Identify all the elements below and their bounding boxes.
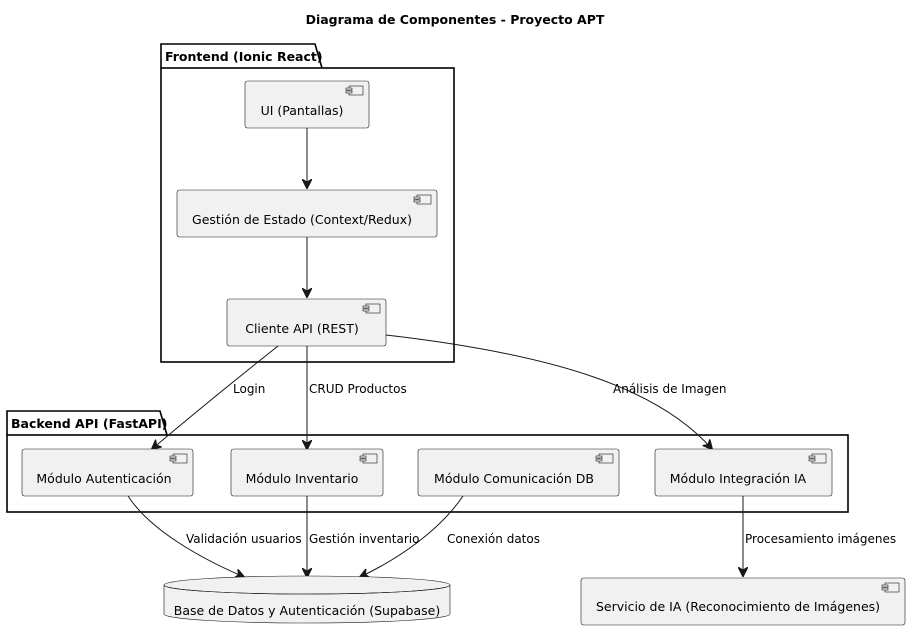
component-auth-label: Módulo Autenticación: [36, 471, 171, 486]
component-ai-integration[interactable]: Módulo Integración IA: [654, 448, 833, 497]
component-ai-integration-label: Módulo Integración IA: [670, 471, 807, 486]
component-icon: [169, 453, 188, 464]
package-backend: Backend API (FastAPI): [6, 410, 849, 513]
package-frontend-tab: [160, 43, 323, 69]
diagram-title: Diagrama de Componentes - Proyecto APT: [306, 12, 605, 27]
package-frontend-label: Frontend (Ionic React): [165, 49, 323, 64]
component-icon: [808, 453, 827, 464]
component-db-comm[interactable]: Módulo Comunicación DB: [417, 448, 620, 497]
component-ui-label: UI (Pantallas): [261, 103, 344, 118]
component-state[interactable]: Gestión de Estado (Context/Redux): [176, 189, 438, 238]
component-ai-service-label: Servicio de IA (Reconocimiento de Imágen…: [596, 599, 880, 614]
edge-label-crud: CRUD Productos: [309, 382, 407, 396]
component-state-label: Gestión de Estado (Context/Redux): [192, 212, 412, 227]
edge-label-login: Login: [233, 382, 265, 396]
component-icon: [345, 85, 364, 96]
component-inventory-label: Módulo Inventario: [246, 471, 359, 486]
package-backend-label: Backend API (FastAPI): [11, 416, 167, 431]
edge-label-image-processing: Procesamiento imágenes: [745, 532, 896, 546]
edge-label-user-validation: Validación usuarios: [186, 532, 302, 546]
edge-labels: Login CRUD Productos Análisis de Imagen …: [186, 382, 896, 546]
component-icon: [359, 453, 378, 464]
component-api-client-label: Cliente API (REST): [245, 321, 359, 336]
component-db-comm-label: Módulo Comunicación DB: [434, 471, 594, 486]
component-icon: [881, 582, 900, 593]
edge-label-image-analysis: Análisis de Imagen: [613, 382, 727, 396]
package-backend-frame: [6, 434, 849, 513]
database-label: Base de Datos y Autenticación (Supabase): [174, 603, 441, 618]
component-inventory[interactable]: Módulo Inventario: [230, 448, 384, 497]
edge-login: [152, 345, 279, 449]
component-api-client[interactable]: Cliente API (REST): [226, 298, 387, 347]
component-icon: [595, 453, 614, 464]
edges: [127, 128, 743, 577]
component-icon: [362, 303, 381, 314]
package-backend-tab: [6, 410, 168, 436]
edge-data-connection: [360, 495, 464, 577]
component-auth[interactable]: Módulo Autenticación: [21, 448, 194, 497]
edge-label-inventory-mgmt: Gestión inventario: [309, 532, 419, 546]
component-icon: [413, 194, 432, 205]
edge-label-data-connection: Conexión datos: [447, 532, 540, 546]
edge-image-analysis: [385, 334, 712, 449]
component-ui[interactable]: UI (Pantallas): [244, 80, 370, 129]
edge-user-validation: [127, 495, 244, 577]
database-supabase[interactable]: Base de Datos y Autenticación (Supabase): [163, 575, 451, 624]
component-ai-service[interactable]: Servicio de IA (Reconocimiento de Imágen…: [580, 577, 906, 626]
